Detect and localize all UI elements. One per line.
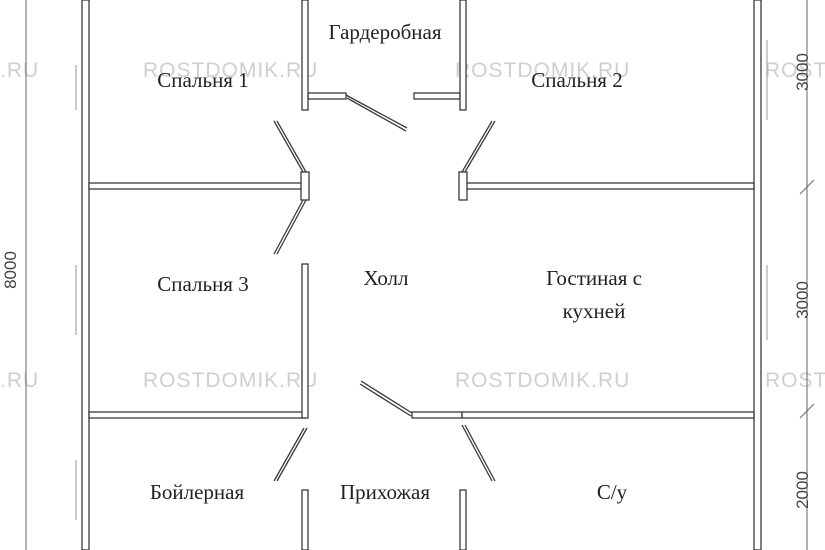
vertical-walls [301, 0, 467, 550]
room-label-garderobnaya: Гардеробная [328, 20, 441, 44]
wall-garderob-left [301, 0, 309, 111]
room-label-boylernaya: Бойлерная [150, 480, 245, 504]
door-leaf-holl [360, 380, 413, 414]
watermark-right-top: ROST [765, 59, 825, 82]
watermark-center-right-top: ROSTDOMIK.RU [455, 59, 630, 82]
door-leaf-garderob [345, 94, 408, 129]
door-leaf-boylernaya-inner [276, 427, 308, 482]
doors [273, 94, 496, 482]
dimension-right-top: 3000 [793, 53, 812, 91]
wall-garderob-left-stub [307, 92, 347, 100]
wall-holl-prihozhaya [411, 411, 463, 419]
room-label-spalnya3: Спальня 3 [157, 272, 248, 296]
watermark-center-right-bottom: ROSTDOMIK.RU [455, 369, 630, 392]
outer-wall-right [753, 0, 762, 550]
door-leaf-su-inner [464, 424, 496, 482]
door-jamb-spalnya1 [300, 171, 310, 201]
watermark-left-top: .RU [0, 59, 39, 82]
dimension-tick-upper [799, 179, 815, 195]
outer-walls [75, 0, 768, 550]
door-jamb-spalnya2 [458, 171, 468, 201]
wall-prihozhaya-su [459, 489, 467, 550]
dimension-tick-lower [799, 403, 815, 419]
dimension-lines [25, 0, 815, 550]
room-labels: Гардеробная Спальня 1 Спальня 2 Спальня … [150, 20, 642, 504]
door-leaf-spalnya2-inner [464, 120, 496, 173]
watermark-right-bottom: ROST [765, 369, 825, 392]
wall-spalnya3-holl [301, 263, 309, 419]
door-leaf-boylernaya [273, 427, 305, 482]
room-label-su: С/у [597, 480, 628, 504]
room-label-gostinaya-line1: Гостиная с [546, 266, 642, 290]
wall-boylernaya-prihozhaya [301, 489, 309, 550]
room-label-gostinaya-line2: кухней [563, 299, 626, 323]
watermark-center-left-top: ROSTDOMIK.RU [143, 59, 318, 82]
door-leaf-spalnya3-inner [276, 199, 307, 255]
outer-wall-left [81, 0, 90, 550]
door-leaf-spalnya2 [461, 120, 493, 173]
door-leaf-spalnya3 [273, 199, 304, 255]
horizontal-walls [88, 92, 755, 419]
dimension-right-mid: 3000 [793, 281, 812, 319]
wall-spalnya3-boylernaya [88, 411, 306, 419]
door-leaf-holl-inner [359, 383, 412, 417]
watermark-left-bottom: .RU [0, 369, 39, 392]
room-label-prihozhaya: Прихожая [340, 480, 430, 504]
dimension-right-bottom: 2000 [793, 471, 812, 509]
watermarks: .RU ROSTDOMIK.RU ROSTDOMIK.RU ROST .RU R… [0, 59, 825, 392]
door-leaf-spalnya1-inner [276, 120, 307, 173]
wall-garderob-right-stub [413, 92, 461, 100]
door-leaf-su [461, 424, 493, 482]
door-leaf-spalnya1 [273, 120, 304, 173]
room-label-spalnya2: Спальня 2 [531, 68, 622, 92]
room-label-holl: Холл [363, 266, 408, 290]
room-label-spalnya1: Спальня 1 [157, 68, 248, 92]
watermark-center-left-bottom: ROSTDOMIK.RU [143, 369, 318, 392]
door-leaf-garderob-inner [346, 97, 407, 132]
wall-garderob-right [459, 0, 467, 111]
wall-gostinaya-su [461, 411, 755, 419]
dimension-total-height: 8000 [1, 251, 20, 289]
wall-spalnya1-spalnya3 [88, 182, 306, 190]
wall-spalnya2-gostinaya [465, 182, 755, 190]
